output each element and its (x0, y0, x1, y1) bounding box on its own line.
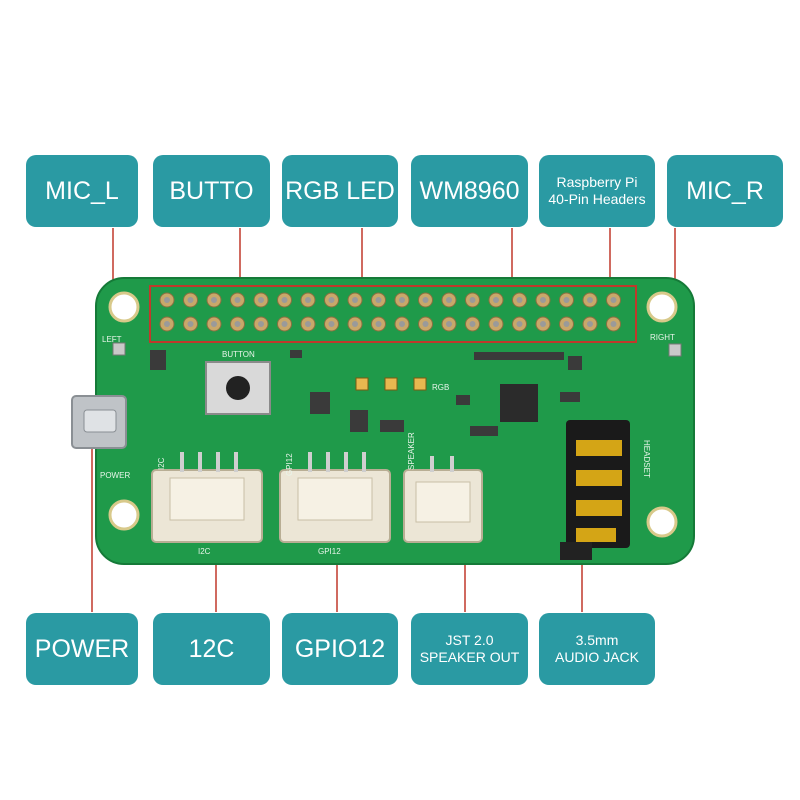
label-rgb-led: RGB LED (282, 155, 398, 227)
small-components (150, 350, 582, 436)
silk-right: RIGHT (650, 333, 675, 342)
label-speaker-out: JST 2.0 SPEAKER OUT (411, 613, 528, 685)
header-pin-hole (375, 321, 382, 327)
mount-hole-bl (108, 499, 140, 531)
label-mic-l-text: MIC_L (45, 176, 119, 205)
header-pin-hole (352, 321, 358, 327)
header-pin-hole (446, 321, 452, 327)
label-mic-l: MIC_L (26, 155, 138, 227)
header-pin-hole (328, 297, 335, 303)
label-audio-jack: 3.5mm AUDIO JACK (539, 613, 655, 685)
header-pin-hole (422, 297, 429, 303)
header-pin-hole (281, 297, 288, 303)
label-i2c-text: 12C (188, 634, 235, 663)
header-pin-hole (540, 297, 546, 303)
push-button-cap (226, 376, 250, 400)
silk-i2c-bottom: I2C (198, 547, 211, 556)
header-pin-hole (234, 321, 241, 327)
silk-rgb: RGB (432, 383, 449, 392)
silk-i2c-top: I2C (157, 457, 166, 470)
header-pin-hole (610, 321, 617, 327)
pcb: LEFT RIGHT BUTTON RGB POWER I2C GPI12 I2… (71, 277, 695, 565)
mic-left-pad (112, 342, 126, 356)
header-pin-hole (610, 297, 617, 303)
header-pin-hole (469, 321, 476, 327)
wm8960-chip (500, 384, 538, 422)
audio-jack (560, 420, 630, 560)
silk-gpio-top: GPI12 (285, 453, 294, 476)
header-pin-hole (211, 321, 217, 327)
header-pin-hole (375, 297, 382, 303)
header-pin-hole (540, 321, 546, 327)
silk-speaker: SPEAKER (407, 432, 416, 470)
header-pin-hole (516, 297, 523, 303)
header-highlight (149, 285, 637, 343)
speaker-connector (403, 469, 483, 543)
label-power: POWER (26, 613, 138, 685)
silk-headset: HEADSET (642, 440, 651, 478)
header-pin-hole (352, 297, 358, 303)
label-button: BUTTO (153, 155, 270, 227)
label-jack-line1: 3.5mm (575, 631, 619, 648)
rgb-led-1 (355, 377, 369, 391)
gpio12-connector (279, 469, 391, 543)
rgb-led-2 (384, 377, 398, 391)
header-pin-hole (234, 297, 241, 303)
mic-right-pad (668, 343, 682, 357)
label-i2c: 12C (153, 613, 270, 685)
i2c-connector (151, 469, 263, 543)
mount-hole-tl (108, 291, 140, 323)
header-pin-hole (399, 297, 405, 303)
header-pin-hole (281, 321, 288, 327)
silk-left: LEFT (102, 335, 122, 344)
rgb-led-3 (413, 377, 427, 391)
header-pin-hole (328, 321, 335, 327)
header-pin-hole (187, 297, 194, 303)
label-headers-line1: Raspberry Pi (556, 173, 638, 190)
header-pin-hole (164, 297, 170, 303)
header-pin-hole (516, 321, 523, 327)
header-pin-hole (399, 321, 405, 327)
label-mic-r: MIC_R (667, 155, 783, 227)
header-pin-hole (164, 321, 170, 327)
label-wm8960: WM8960 (411, 155, 528, 227)
header-pin-hole (587, 297, 593, 303)
connector-pins (180, 452, 454, 472)
label-rgb-led-text: RGB LED (285, 176, 395, 205)
header-pin-hole (469, 297, 476, 303)
label-headers-line2: 40-Pin Headers (548, 191, 646, 207)
label-speaker-line1: JST 2.0 (445, 631, 494, 648)
silk-gpio-bottom: GPI12 (318, 547, 341, 556)
label-power-text: POWER (34, 634, 130, 663)
silk-button: BUTTON (222, 350, 255, 359)
header-pin-hole (211, 297, 217, 303)
mount-hole-tr (646, 291, 678, 323)
label-headers: Raspberry Pi 40-Pin Headers (539, 155, 655, 227)
header-pin-hole (258, 321, 264, 327)
header-pin-hole (258, 297, 264, 303)
label-jack-line2: AUDIO JACK (554, 649, 639, 665)
header-pin-hole (493, 321, 499, 327)
label-wm8960-text: WM8960 (419, 176, 520, 205)
header-pin-hole (305, 321, 311, 327)
header-pin-hole (493, 297, 499, 303)
silk-power: POWER (100, 471, 130, 480)
header-pin-hole (563, 321, 570, 327)
header-pin-hole (422, 321, 429, 327)
gpio-header-pins (159, 292, 621, 332)
header-pin-hole (446, 297, 452, 303)
header-pin-hole (563, 297, 570, 303)
label-button-text: BUTTO (169, 176, 254, 205)
header-pin-hole (587, 321, 593, 327)
header-pin-hole (305, 297, 311, 303)
label-gpio12: GPIO12 (282, 613, 398, 685)
mount-hole-br (646, 506, 678, 538)
label-speaker-line2: SPEAKER OUT (419, 649, 520, 665)
label-mic-r-text: MIC_R (686, 176, 764, 205)
header-pin-hole (187, 321, 194, 327)
label-gpio12-text: GPIO12 (294, 634, 386, 663)
